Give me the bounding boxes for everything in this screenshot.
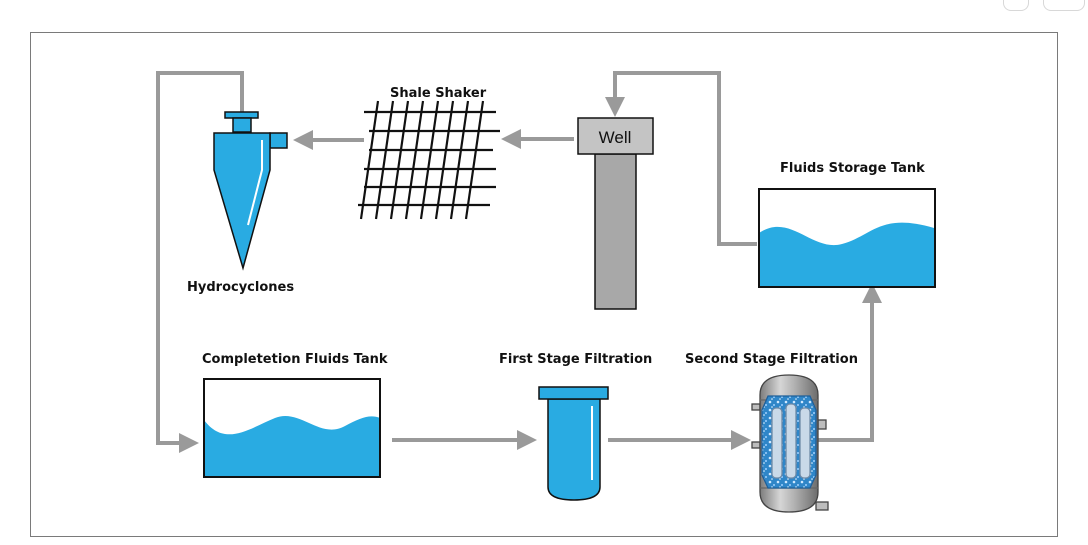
- hydrocyclone-icon: [213, 111, 288, 271]
- pipe-hydrocyclone-to-completion-tank: [156, 71, 244, 453]
- diagram-frame: [30, 32, 1058, 537]
- second-stage-filter-vessel-icon: [751, 374, 829, 513]
- well-label: Well: [599, 128, 632, 147]
- first-stage-filtration-label: First Stage Filtration: [499, 352, 652, 367]
- top-corner-tab: [1003, 0, 1029, 11]
- completion-fluids-tank-icon: [203, 378, 381, 478]
- first-stage-filter-icon: [538, 386, 609, 501]
- hydrocyclones-label: Hydrocyclones: [187, 280, 294, 295]
- shale-shaker-icon: [358, 100, 500, 220]
- second-stage-filtration-label: Second Stage Filtration: [685, 352, 858, 367]
- fluids-storage-tank-label: Fluids Storage Tank: [780, 161, 925, 176]
- shale-shaker-label: Shale Shaker: [390, 86, 487, 101]
- pipe-storage-to-well: [605, 71, 757, 246]
- fluids-storage-tank-icon: [758, 188, 936, 288]
- pipe-second-stage-to-storage: [818, 283, 882, 442]
- well-icon: [577, 117, 654, 310]
- completion-fluids-tank-label: Completetion Fluids Tank: [202, 352, 388, 367]
- top-corner-tab-2: [1043, 0, 1085, 11]
